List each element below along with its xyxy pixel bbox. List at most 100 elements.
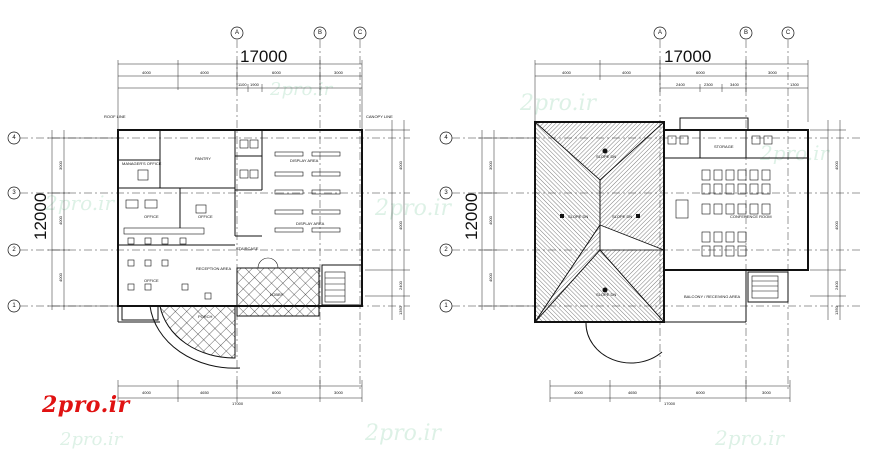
dim-label: 3000	[762, 390, 772, 395]
dim-label: 4000	[834, 220, 839, 230]
svg-text:4: 4	[12, 135, 16, 141]
svg-text:2: 2	[12, 247, 16, 253]
bottom-dimension-lines	[549, 380, 791, 402]
dim-label: 4000	[488, 272, 493, 282]
dim-label: 3000	[334, 70, 344, 75]
bottom-dimension-lines	[117, 380, 363, 402]
roof-slopes	[533, 121, 666, 324]
watermark-text: 2pro.ir	[374, 196, 452, 221]
grid-bubble-3: 3	[439, 186, 453, 200]
room-label: LOBBY	[270, 292, 284, 297]
display-shelves	[274, 151, 341, 233]
svg-text:B: B	[744, 30, 748, 36]
overall-height-label: 12000	[31, 193, 50, 240]
porch-floor	[159, 305, 236, 359]
staircase	[324, 271, 346, 303]
svg-text:A: A	[235, 30, 239, 36]
grid-bubble-c: C	[781, 26, 795, 40]
dim-label: 4000	[562, 70, 572, 75]
watermark-text: 2pro.ir	[759, 141, 831, 165]
left-dimension-lines	[478, 130, 535, 310]
dim-label: 2400	[676, 82, 686, 87]
roof-slope-label: SLOPE DN	[596, 154, 616, 159]
watermark-text: 2pro.ir	[44, 191, 116, 215]
dim-label: 2300	[704, 82, 714, 87]
overall-width-label: 17000	[664, 47, 711, 66]
roof-slope-label: SLOPE DN	[568, 214, 588, 219]
room-label: PANTRY	[195, 156, 211, 161]
grid-bubble-4: 4	[439, 131, 453, 145]
dim-label: 17000	[664, 401, 676, 406]
grid-bubble-b: B	[739, 26, 753, 40]
dim-label: 4000	[574, 390, 584, 395]
dim-label: 6000	[696, 390, 706, 395]
grid-bubble-4: 4	[7, 131, 21, 145]
watermarks: 2pro.ir 2pro.ir 2pro.ir 2pro.ir 2pro.ir …	[44, 79, 831, 450]
dim-label: 4000	[398, 160, 403, 170]
room-label: DISPLAY AREA	[290, 158, 319, 163]
dim-label: 4000	[488, 215, 493, 225]
roof-slope-label: SLOPE DN	[596, 292, 616, 297]
room-label: MANAGER'S OFFICE	[122, 161, 162, 166]
dim-label: 4000	[58, 215, 63, 225]
overall-height-label: 12000	[462, 193, 481, 240]
dim-label: 4000	[622, 70, 632, 75]
dim-label: 1900	[250, 82, 260, 87]
room-label: DISPLAY AREA	[296, 221, 325, 226]
staircase	[751, 275, 779, 299]
room-label: OFFICE	[144, 214, 159, 219]
top-dimension-lines	[534, 60, 809, 122]
watermark-text: 2pro.ir	[714, 426, 786, 450]
dim-label: 6000	[272, 70, 282, 75]
svg-text:1: 1	[12, 303, 16, 309]
grid-bubble-c: C	[353, 26, 367, 40]
svg-text:C: C	[786, 30, 791, 36]
dim-label: 1300	[790, 82, 800, 87]
svg-text:B: B	[318, 30, 322, 36]
room-label: OFFICE	[198, 214, 213, 219]
grid-bubble-3: 3	[7, 186, 21, 200]
ground-floor-plan: A B C 4 3 2 1 17000 4000 4000 6000 3000	[7, 26, 410, 406]
watermark-text: 2pro.ir	[364, 421, 442, 446]
dim-label: 4650	[200, 390, 210, 395]
site-logo: 2pro.ir	[42, 392, 130, 418]
grid-bubble-a: A	[653, 26, 667, 40]
dim-label: 3000	[768, 70, 778, 75]
svg-text:2: 2	[444, 247, 448, 253]
room-label: CONFERENCE ROOM	[730, 214, 772, 219]
dim-label: 1350	[834, 305, 839, 315]
grid-bubble-1: 1	[7, 299, 21, 313]
watermark-text: 2pro.ir	[269, 79, 334, 100]
dim-label: 4000	[58, 272, 63, 282]
room-label: OFFICE	[144, 278, 159, 283]
walls	[663, 117, 809, 323]
svg-text:3: 3	[444, 190, 448, 196]
grid-bubble-1: 1	[439, 299, 453, 313]
room-label: RECEPTION AREA	[196, 266, 231, 271]
roof-line-note: ROOF LINE	[104, 114, 126, 119]
dim-label: 4000	[200, 70, 210, 75]
overall-width-label: 17000	[240, 47, 287, 66]
dim-label: 6000	[272, 390, 282, 395]
lobby-floor	[236, 267, 320, 317]
watermark-text: 2pro.ir	[519, 91, 597, 116]
top-dimension-lines	[117, 60, 363, 130]
right-dimension-lines	[810, 120, 846, 320]
dim-label: 4000	[398, 220, 403, 230]
canopy-line-note: CANOPY LINE	[366, 114, 393, 119]
dim-label: 3000	[334, 390, 344, 395]
dim-label: 17000	[232, 401, 244, 406]
room-label: STAIRCASE	[236, 246, 259, 251]
dim-label: 4000	[834, 160, 839, 170]
dim-label: 3000	[58, 160, 63, 170]
dim-label: 4000	[142, 70, 152, 75]
svg-text:3: 3	[12, 190, 16, 196]
dim-label: 2400	[834, 280, 839, 290]
conference-furniture	[667, 135, 773, 257]
dim-label: 2400	[398, 280, 403, 290]
slope-arrows	[560, 148, 640, 293]
svg-text:C: C	[358, 30, 363, 36]
svg-text:4: 4	[444, 135, 448, 141]
watermark-text: 2pro.ir	[59, 429, 124, 450]
room-label: BALCONY / RECEIVING AREA	[684, 294, 740, 299]
